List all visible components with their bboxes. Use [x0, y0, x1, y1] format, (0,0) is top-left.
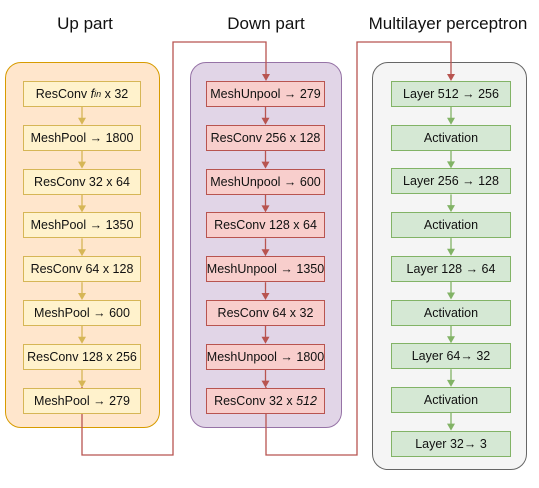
down_part-box-5-label: MeshUnpool → 1350 [206, 262, 325, 277]
down_part-box-8-label: ResConv 32 x [214, 393, 297, 408]
mlp-box-7-label: Layer 64→ 32 [411, 349, 491, 364]
up_part-box-5: ResConv 64 x 128 [23, 256, 141, 283]
up_part-arrowhead-5 [78, 293, 86, 300]
up_part-box-5-label: ResConv 64 x 128 [30, 262, 134, 277]
connector-up-to-down-head [262, 74, 270, 81]
mlp-arrowhead-6 [447, 336, 455, 344]
up_part-box-1-suffix: x 32 [101, 87, 129, 101]
up_part-arrowhead-4 [78, 249, 86, 257]
up_part-box-3: ResConv 32 x 64 [23, 168, 141, 195]
up_part-box-7: ResConv 128 x 256 [23, 343, 141, 370]
mlp-box-4: Activation [391, 212, 511, 239]
up_part-arrowhead-3 [78, 205, 86, 213]
down_part-box-8: ResConv 32 x 512 [206, 387, 325, 414]
down_part-box-3-label: MeshUnpool → 600 [210, 174, 321, 189]
up_part-box-6-label: MeshPool → 600 [34, 306, 130, 320]
up_part-box-8: MeshPool → 279 [23, 387, 141, 414]
down_part-box-4-label: ResConv 128 x 64 [214, 218, 317, 233]
mlp-box-5-label: Layer 128 → 64 [406, 261, 496, 276]
mlp-arrowhead-3 [447, 205, 455, 213]
mlp-arrowhead-5 [447, 292, 455, 300]
down_part-box-4: ResConv 128 x 64 [206, 212, 325, 239]
down_part-arrowhead-1 [261, 117, 270, 125]
mlp-arrowhead-7 [447, 379, 455, 387]
up_part-box-4: MeshPool → 1350 [23, 212, 141, 239]
down_part-box-7-label: MeshUnpool → 1800 [206, 349, 325, 364]
up_part-arrowhead-2 [78, 161, 86, 169]
title-mlp: Multilayer perceptron [368, 14, 528, 33]
down_part-arrowhead-2 [261, 161, 270, 169]
mlp-arrowhead-1 [447, 117, 455, 125]
up_part-arrowhead-6 [78, 336, 86, 344]
mlp-box-1: Layer 512 → 256 [391, 81, 511, 107]
down_part-arrowhead-3 [261, 205, 270, 213]
down_part-box-7: MeshUnpool → 1800 [206, 343, 325, 370]
down_part-arrowhead-7 [261, 380, 270, 388]
up_part-box-6: MeshPool → 600 [23, 300, 141, 326]
down_part-box-2-label: ResConv 256 x 128 [210, 130, 321, 145]
mlp-arrowhead-2 [447, 161, 455, 169]
connector-down-to-mlp [265, 41, 452, 456]
down_part-box-1: MeshUnpool → 279 [206, 81, 325, 107]
mlp-box-6-label: Activation [423, 305, 479, 320]
down_part-box-6: ResConv 64 x 32 [206, 300, 325, 326]
down_part-arrowhead-4 [261, 249, 270, 257]
up_part-box-8-label: MeshPool → 279 [34, 393, 130, 408]
up_part-box-4-label: MeshPool → 1350 [30, 218, 134, 233]
up_part-box-1-italic: f [90, 87, 95, 101]
mlp-box-6: Activation [391, 299, 511, 326]
down_part-arrowhead-5 [261, 293, 270, 300]
down_part-box-6-label: ResConv 64 x 32 [217, 306, 314, 320]
connector-up-to-down [81, 41, 267, 456]
mlp-box-1-label: Layer 512 → 256 [403, 87, 499, 101]
mlp-box-7: Layer 64→ 32 [391, 343, 511, 370]
mlp-box-3-label: Layer 256 → 128 [403, 174, 499, 189]
mlp-box-2: Activation [391, 124, 511, 151]
mlp-arrowhead-4 [447, 248, 455, 256]
title-down-part: Down part [227, 14, 305, 33]
mlp-arrowhead-8 [447, 423, 455, 431]
down_part-box-1-label: MeshUnpool → 279 [210, 87, 321, 101]
title-up-part: Up part [57, 14, 113, 33]
up_part-box-1-label: ResConv [35, 87, 91, 101]
mlp-box-2-label: Activation [423, 130, 479, 145]
up_part-box-1-subscript: in [94, 89, 102, 99]
mlp-box-4-label: Activation [423, 218, 479, 233]
mlp-box-9: Layer 32→ 3 [391, 430, 511, 457]
down_part-box-5: MeshUnpool → 1350 [206, 256, 325, 283]
mlp-box-8: Activation [391, 386, 511, 413]
down_part-arrowhead-6 [261, 336, 270, 344]
mlp-box-8-label: Activation [423, 392, 479, 407]
down_part-box-8-italic: 512 [296, 393, 317, 408]
down_part-box-3: MeshUnpool → 600 [206, 168, 325, 195]
connector-down-to-mlp-head [447, 74, 455, 81]
up_part-box-2-label: MeshPool → 1800 [30, 130, 134, 145]
mlp-box-3: Layer 256 → 128 [391, 168, 511, 195]
down_part-box-2: ResConv 256 x 128 [206, 124, 325, 151]
up_part-arrowhead-1 [78, 117, 86, 125]
up_part-box-2: MeshPool → 1800 [23, 124, 141, 151]
mlp-box-9-label: Layer 32→ 3 [415, 436, 487, 451]
up_part-box-7-label: ResConv 128 x 256 [27, 349, 137, 364]
up_part-arrowhead-7 [78, 380, 86, 388]
mlp-box-5: Layer 128 → 64 [391, 255, 511, 282]
up_part-box-3-label: ResConv 32 x 64 [34, 174, 130, 189]
